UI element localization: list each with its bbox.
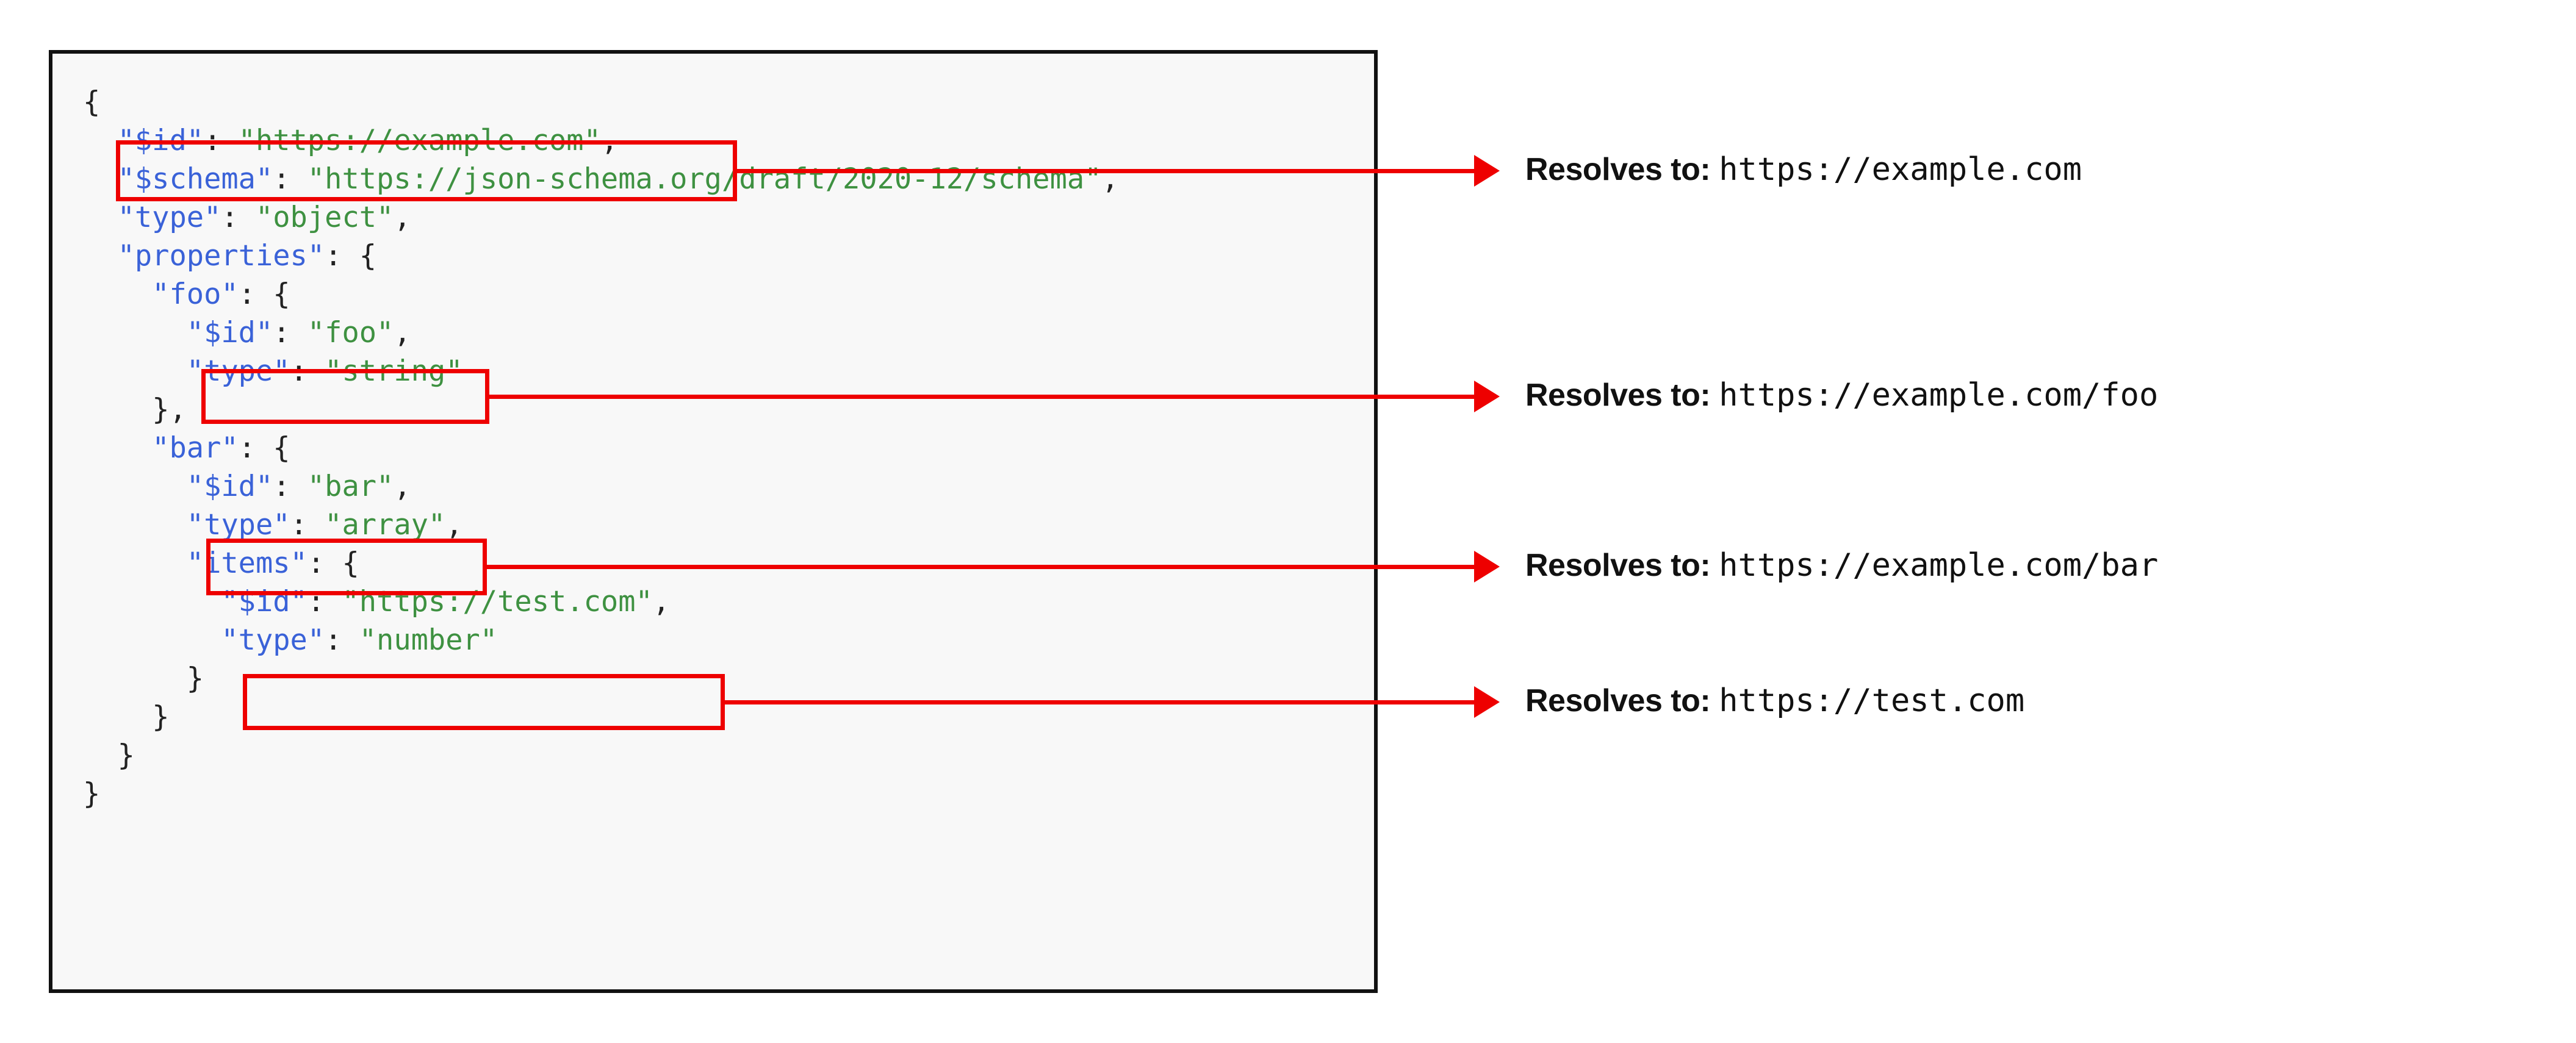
code-token: :: [290, 354, 325, 388]
code-token: : {: [325, 239, 377, 273]
code-token: "foo": [152, 278, 239, 311]
code-token: "type": [117, 201, 221, 234]
resolves-to-label: Resolves to:: [1525, 152, 1711, 187]
code-token: "string": [325, 354, 463, 388]
resolved-uri: https://example.com/bar: [1719, 547, 2159, 584]
code-token: ,: [445, 508, 463, 542]
arrow-2-line: [489, 395, 1474, 399]
code-token: ,: [652, 585, 671, 618]
code-line: "properties": {: [83, 237, 1119, 275]
code-token: "items": [186, 547, 308, 580]
code-line: "$id": "https://example.com",: [83, 121, 1119, 160]
code-token: : {: [238, 431, 290, 465]
code-line: "items": {: [83, 544, 1119, 582]
resolve-root: Resolves to:https://example.com: [1525, 154, 2082, 185]
code-token: ,: [394, 201, 411, 234]
code-token: "$id": [186, 470, 273, 503]
code-line: "$schema": "https://json-schema.org/draf…: [83, 160, 1119, 198]
code-token: }: [83, 777, 101, 811]
code-token: "$id": [186, 316, 273, 349]
resolves-to-label: Resolves to:: [1525, 548, 1711, 583]
code-token: "https://json-schema.org/draft/2020-12/s…: [307, 162, 1102, 196]
code-line: },: [83, 390, 1119, 429]
arrow-3-line: [487, 565, 1474, 569]
code-line: }: [83, 698, 1119, 736]
code-token: }: [186, 662, 204, 695]
resolve-bar: Resolves to:https://example.com/bar: [1525, 550, 2158, 581]
code-line: "foo": {: [83, 275, 1119, 314]
code-line: "$id": "bar",: [83, 467, 1119, 506]
code-token: "bar": [152, 431, 239, 465]
code-token: :: [325, 623, 359, 657]
arrow-3-head: [1474, 551, 1500, 582]
code-token: : {: [307, 547, 359, 580]
code-token: "https://test.com": [342, 585, 653, 618]
arrow-2-head: [1474, 381, 1500, 412]
arrow-1-head: [1474, 155, 1500, 187]
code-token: ,: [1101, 162, 1119, 196]
resolve-foo: Resolves to:https://example.com/foo: [1525, 379, 2158, 411]
code-token: :: [204, 124, 239, 157]
code-token: "object": [255, 201, 394, 234]
code-token: : {: [238, 278, 290, 311]
code-line: {: [83, 83, 1119, 121]
code-token: "type": [186, 508, 290, 542]
code-token: "type": [186, 354, 290, 388]
code-token: "$id": [221, 585, 308, 618]
code-token: "type": [221, 623, 325, 657]
code-line: }: [83, 775, 1119, 813]
code-line: "type": "string": [83, 352, 1119, 390]
code-token: "bar": [307, 470, 394, 503]
resolves-to-label: Resolves to:: [1525, 683, 1711, 719]
code-token: "$schema": [117, 162, 273, 196]
code-token: },: [152, 393, 187, 426]
code-token: {: [83, 85, 101, 119]
code-token: }: [152, 700, 170, 734]
code-line: "type": "array",: [83, 506, 1119, 544]
code-token: "properties": [117, 239, 325, 273]
code-line: "type": "number": [83, 621, 1119, 659]
json-code-block: { "$id": "https://example.com", "$schema…: [83, 83, 1119, 813]
code-token: :: [221, 201, 256, 234]
resolve-items: Resolves to:https://test.com: [1525, 685, 2024, 717]
resolved-uri: https://example.com/foo: [1719, 377, 2159, 414]
code-token: "number": [359, 623, 498, 657]
code-token: :: [307, 585, 342, 618]
code-token: "array": [325, 508, 446, 542]
code-line: "$id": "https://test.com",: [83, 582, 1119, 621]
code-token: "$id": [117, 124, 204, 157]
code-token: :: [273, 162, 308, 196]
code-token: :: [273, 316, 308, 349]
arrow-4-head: [1474, 686, 1500, 718]
code-token: }: [117, 739, 135, 772]
code-token: :: [273, 470, 308, 503]
arrow-4-line: [725, 700, 1474, 704]
code-token: ,: [394, 316, 411, 349]
resolved-uri: https://test.com: [1719, 683, 2025, 719]
resolves-to-label: Resolves to:: [1525, 378, 1711, 413]
code-token: ,: [394, 470, 411, 503]
code-line: }: [83, 659, 1119, 698]
resolved-uri: https://example.com: [1719, 151, 2082, 188]
code-token: :: [290, 508, 325, 542]
code-line: "bar": {: [83, 429, 1119, 467]
arrow-1-line: [737, 169, 1474, 173]
code-line: }: [83, 736, 1119, 775]
code-token: ,: [600, 124, 619, 157]
code-line: "type": "object",: [83, 198, 1119, 237]
code-line: "$id": "foo",: [83, 314, 1119, 352]
code-token: "https://example.com": [238, 124, 601, 157]
code-token: "foo": [307, 316, 394, 349]
json-code-panel: { "$id": "https://example.com", "$schema…: [49, 50, 1378, 993]
